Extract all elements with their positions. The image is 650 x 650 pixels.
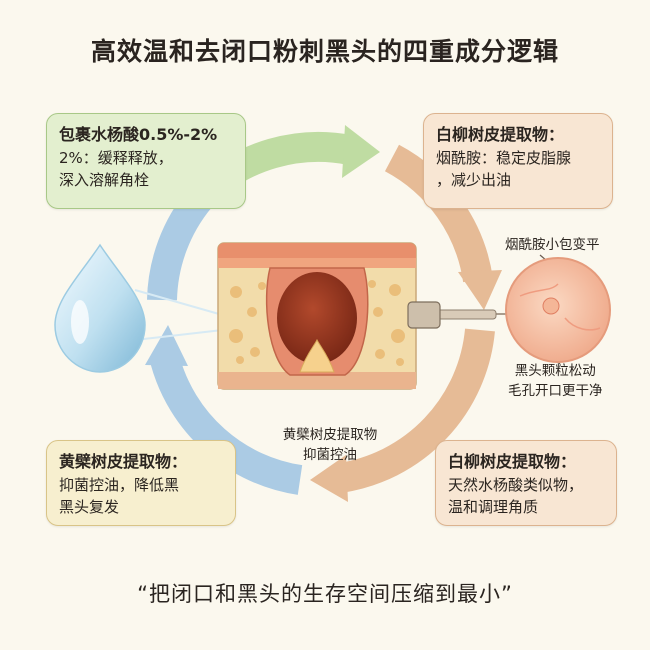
card-body-line1: 2%：缓释释放， [59, 149, 173, 168]
card-willow-bark-extract: 白柳树皮提取物： 天然水杨酸类似物， 温和调理角质 [435, 440, 617, 526]
water-drop-icon [54, 243, 241, 373]
pore-magnifier-icon [505, 254, 611, 365]
extractor-tool-icon [407, 301, 510, 329]
card-heading: 包裹水杨酸0.5%-2% [59, 125, 218, 144]
card-body-line2: 深入溶解角栓 [59, 170, 150, 189]
card-body-line1: 烟酰胺：稳定皮脂腺 [436, 149, 572, 168]
card-heading: 黄檗树皮提取物： [59, 452, 188, 471]
card-body-line1: 抑菌控油，降低黑 [59, 476, 180, 495]
niacinamide-label: 烟酰胺小包变平 [505, 237, 600, 253]
arrow-head-top [342, 125, 380, 178]
card-body-line1: 天然水杨酸类似物， [448, 476, 584, 495]
card-phellodendron-bark: 黄檗树皮提取物： 抑菌控油，降低黑 黑头复发 [46, 440, 236, 526]
arrow-head-left [145, 325, 188, 366]
arc-bottom-right-orange [337, 328, 495, 493]
center-label-line1: 黄檗树皮提取物 [282, 427, 378, 443]
pore-label: 黑头颗粒松动 毛孔开口更干净 [508, 362, 603, 401]
card-willow-bark-niacinamide: 白柳树皮提取物： 烟酰胺：稳定皮脂腺 ，减少出油 [423, 113, 613, 209]
card-body-line2: ，减少出油 [436, 170, 512, 189]
card-body-line2: 黑头复发 [59, 497, 120, 516]
pore-label-line1: 黑头颗粒松动 [514, 363, 596, 379]
bottom-quote: “把闭口和黑头的生存空间压缩到最小” [137, 582, 513, 606]
center-label-line2: 抑菌控油 [303, 446, 357, 463]
pore-label-line2: 毛孔开口更干净 [508, 382, 603, 399]
arrow-head-bottom [310, 455, 348, 502]
arrow-head-right [458, 270, 502, 310]
card-encapsulated-salicylic-acid: 包裹水杨酸0.5%-2% 2%：缓释释放， 深入溶解角栓 [46, 113, 246, 209]
card-heading: 白柳树皮提取物： [448, 452, 577, 471]
card-heading: 白柳树皮提取物： [436, 125, 565, 144]
arc-left-blue [147, 188, 212, 301]
center-label: 黄檗树皮提取物 抑菌控油 [255, 426, 405, 465]
skin-cross-section-icon [217, 242, 417, 390]
page-title: 高效温和去闭口粉刺黑头的四重成分逻辑 [90, 37, 559, 66]
card-body-line2: 温和调理角质 [448, 497, 539, 516]
